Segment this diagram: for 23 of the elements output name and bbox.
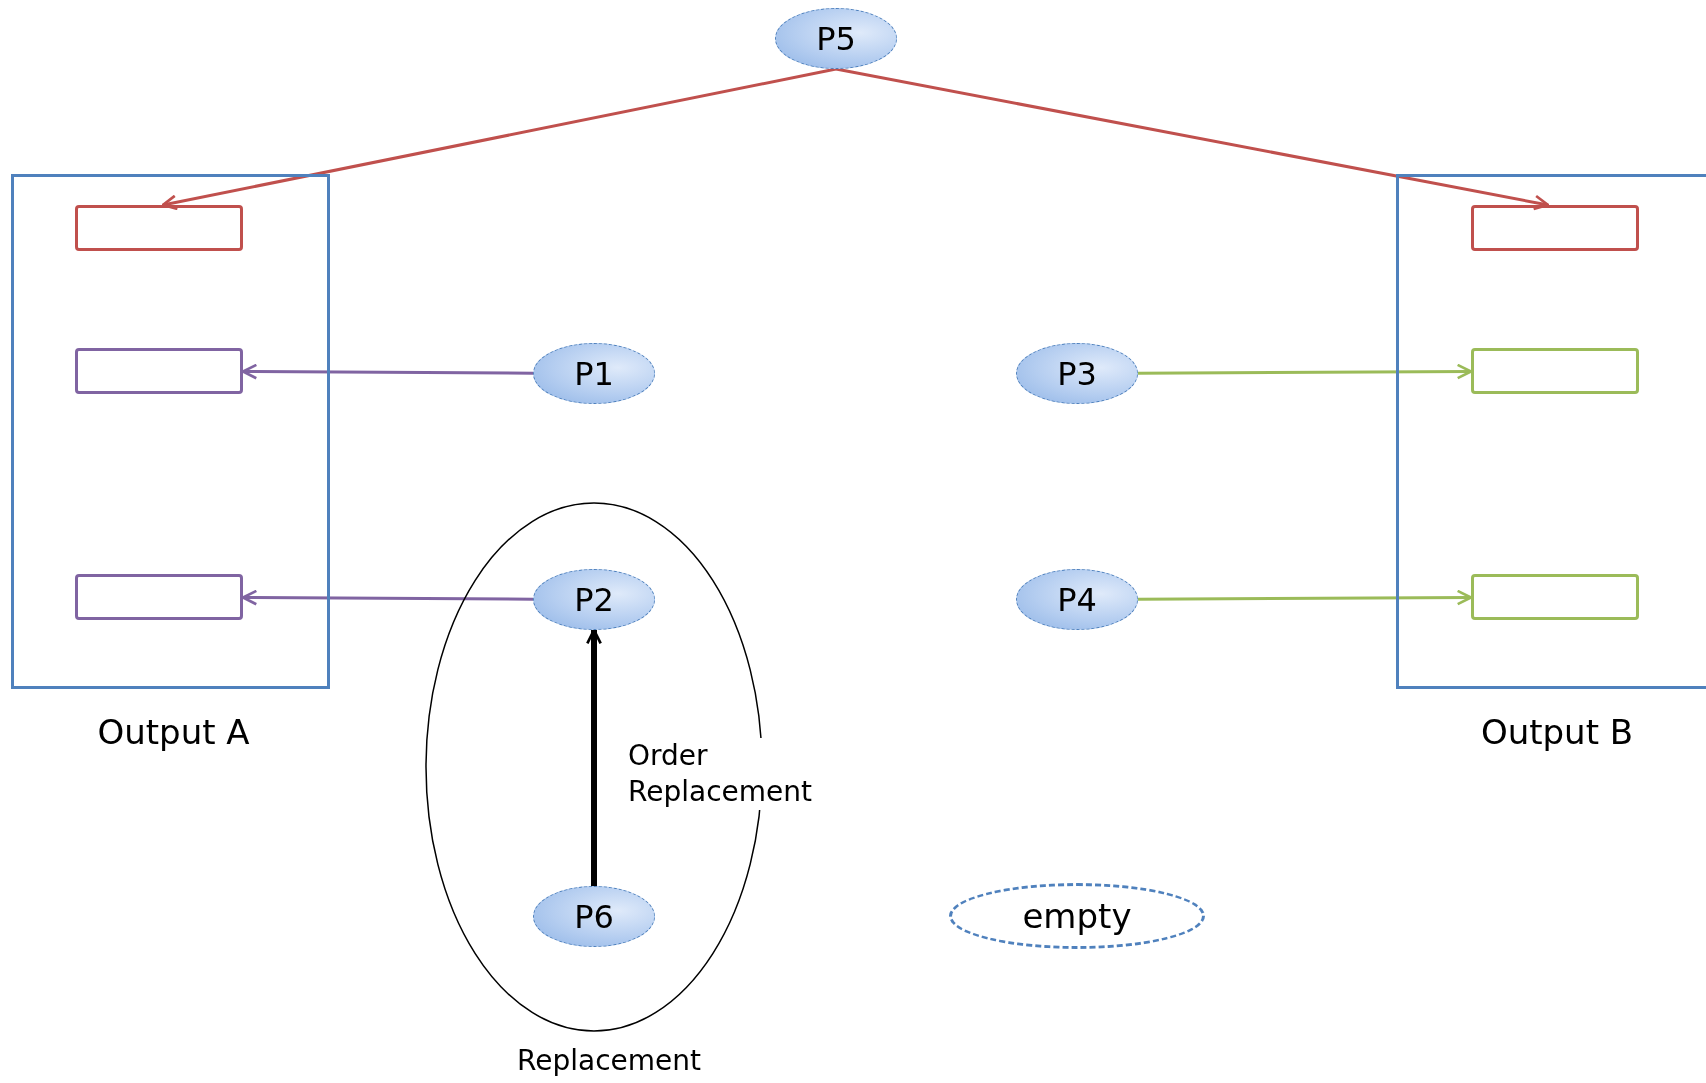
panel-heading: Output A (96, 712, 251, 752)
empty-slot-box (75, 574, 243, 620)
arrow (1138, 589, 1473, 606)
process-ellipse: P3 (1016, 343, 1138, 404)
process-ellipse: P6 (533, 886, 655, 947)
process-ellipse: P1 (533, 343, 655, 404)
process-ellipse: P4 (1016, 569, 1138, 630)
arrow (241, 363, 533, 380)
empty-slot-box (75, 348, 243, 394)
process-ellipse: P5 (775, 8, 897, 69)
arrow (1138, 363, 1473, 380)
panel-heading: Output B (1479, 712, 1635, 752)
process-ellipse: P2 (533, 569, 655, 630)
empty-slot-box (1471, 348, 1639, 394)
arrow (835, 67, 1550, 211)
group-label: Replacement (516, 1044, 702, 1077)
dashed-ellipse: empty (949, 883, 1205, 949)
empty-slot-box (75, 205, 243, 251)
empty-slot-box (1471, 574, 1639, 620)
arrow (586, 628, 602, 886)
arrow (161, 67, 837, 211)
arrow (241, 589, 533, 606)
empty-slot-box (1471, 205, 1639, 251)
